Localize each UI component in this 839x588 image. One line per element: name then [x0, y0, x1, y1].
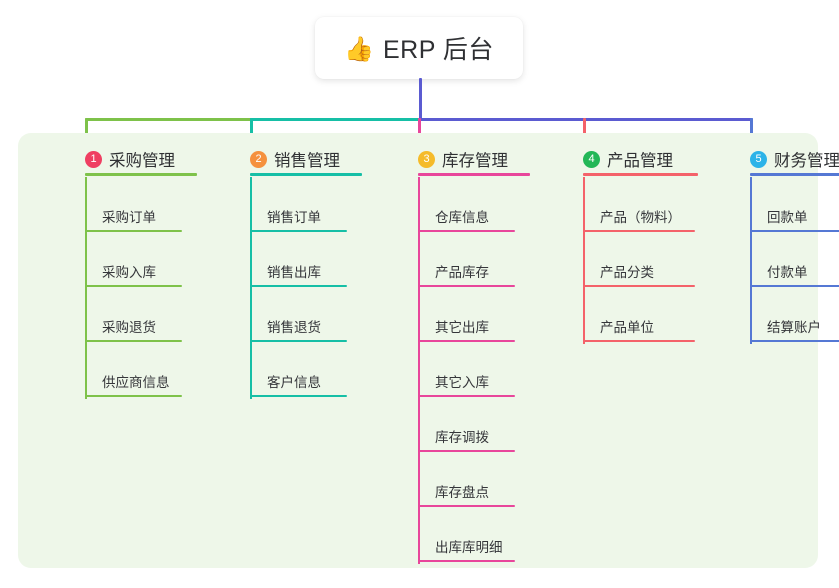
- column-badge-1: 1: [85, 150, 102, 168]
- module-item-underline: [85, 230, 182, 232]
- module-item-label: 采购订单: [102, 210, 156, 225]
- thumbs-up-icon: 👍: [344, 35, 374, 63]
- column-badge-2: 2: [250, 150, 267, 168]
- module-item-label: 产品分类: [600, 265, 654, 280]
- column-underline: [418, 173, 530, 176]
- column-title: 销售管理: [274, 152, 340, 170]
- module-item[interactable]: 采购入库: [85, 253, 225, 287]
- module-item-underline: [750, 230, 839, 232]
- module-item[interactable]: 付款单: [750, 253, 839, 287]
- module-item-underline: [418, 285, 515, 287]
- module-item-underline: [418, 230, 515, 232]
- module-item-underline: [750, 340, 839, 342]
- module-item-underline: [250, 285, 347, 287]
- column-badge-4: 4: [583, 150, 600, 168]
- module-item-label: 仓库信息: [435, 210, 489, 225]
- module-item[interactable]: 产品（物料）: [583, 198, 723, 232]
- column-header-库存管理[interactable]: 3 库存管理: [418, 147, 508, 171]
- module-item-underline: [583, 340, 695, 342]
- module-item-label: 产品单位: [600, 320, 654, 335]
- module-item[interactable]: 采购订单: [85, 198, 225, 232]
- module-item-label: 结算账户: [767, 320, 821, 335]
- column-badge-3: 3: [418, 150, 435, 168]
- module-item[interactable]: 产品单位: [583, 308, 723, 342]
- module-item-label: 销售订单: [267, 210, 321, 225]
- module-item-underline: [418, 560, 515, 562]
- module-item-label: 供应商信息: [102, 375, 170, 390]
- module-item[interactable]: 库存调拨: [418, 418, 558, 452]
- module-item-underline: [85, 340, 182, 342]
- module-item-label: 客户信息: [267, 375, 321, 390]
- module-item[interactable]: 产品库存: [418, 253, 558, 287]
- module-item-label: 销售退货: [267, 320, 321, 335]
- column-spine: [583, 177, 585, 344]
- column-spine: [250, 177, 252, 399]
- module-item[interactable]: 销售退货: [250, 308, 390, 342]
- module-item-underline: [85, 285, 182, 287]
- trunk-vertical: [419, 78, 422, 121]
- module-item-label: 出库库明细: [435, 540, 503, 555]
- module-item[interactable]: 产品分类: [583, 253, 723, 287]
- column-spine: [418, 177, 420, 564]
- column-badge-5: 5: [750, 150, 767, 168]
- module-item[interactable]: 其它出库: [418, 308, 558, 342]
- module-item-underline: [418, 505, 515, 507]
- module-item[interactable]: 出库库明细: [418, 528, 558, 562]
- column-title: 财务管理: [774, 152, 839, 170]
- module-item-underline: [418, 450, 515, 452]
- root-node-card[interactable]: 👍 ERP 后台: [315, 17, 523, 79]
- column-spine: [85, 177, 87, 399]
- module-item[interactable]: 结算账户: [750, 308, 839, 342]
- module-item-underline: [583, 230, 695, 232]
- module-item-label: 采购入库: [102, 265, 156, 280]
- module-item[interactable]: 采购退货: [85, 308, 225, 342]
- module-item-underline: [85, 395, 182, 397]
- module-item-underline: [250, 340, 347, 342]
- module-item-label: 其它出库: [435, 320, 489, 335]
- module-item-label: 产品库存: [435, 265, 489, 280]
- column-header-采购管理[interactable]: 1 采购管理: [85, 147, 175, 171]
- module-item-underline: [250, 230, 347, 232]
- module-item[interactable]: 回款单: [750, 198, 839, 232]
- module-item-label: 库存盘点: [435, 485, 489, 500]
- module-item-label: 付款单: [767, 265, 808, 280]
- module-item-underline: [583, 285, 695, 287]
- column-header-产品管理[interactable]: 4 产品管理: [583, 147, 673, 171]
- module-item[interactable]: 其它入库: [418, 363, 558, 397]
- column-title: 产品管理: [607, 152, 673, 170]
- column-underline: [250, 173, 362, 176]
- module-item[interactable]: 仓库信息: [418, 198, 558, 232]
- module-item-label: 采购退货: [102, 320, 156, 335]
- module-item-underline: [418, 340, 515, 342]
- module-item[interactable]: 客户信息: [250, 363, 390, 397]
- module-item-underline: [250, 395, 347, 397]
- column-spine: [750, 177, 752, 344]
- column-title: 库存管理: [442, 152, 508, 170]
- module-item-underline: [418, 395, 515, 397]
- column-header-销售管理[interactable]: 2 销售管理: [250, 147, 340, 171]
- module-item-label: 销售出库: [267, 265, 321, 280]
- page-title: ERP 后台: [382, 36, 494, 64]
- trunk-segment-teal: [250, 118, 421, 121]
- module-item[interactable]: 库存盘点: [418, 473, 558, 507]
- module-item[interactable]: 销售出库: [250, 253, 390, 287]
- module-item-label: 产品（物料）: [600, 210, 681, 225]
- module-item-label: 库存调拨: [435, 430, 489, 445]
- column-header-财务管理[interactable]: 5 财务管理: [750, 147, 839, 171]
- module-item[interactable]: 供应商信息: [85, 363, 225, 397]
- trunk-segment-green: [85, 118, 253, 121]
- module-item[interactable]: 销售订单: [250, 198, 390, 232]
- column-underline: [85, 173, 197, 176]
- column-underline: [750, 173, 839, 176]
- column-title: 采购管理: [109, 152, 175, 170]
- module-item-label: 其它入库: [435, 375, 489, 390]
- column-underline: [583, 173, 698, 176]
- module-item-label: 回款单: [767, 210, 808, 225]
- module-item-underline: [750, 285, 839, 287]
